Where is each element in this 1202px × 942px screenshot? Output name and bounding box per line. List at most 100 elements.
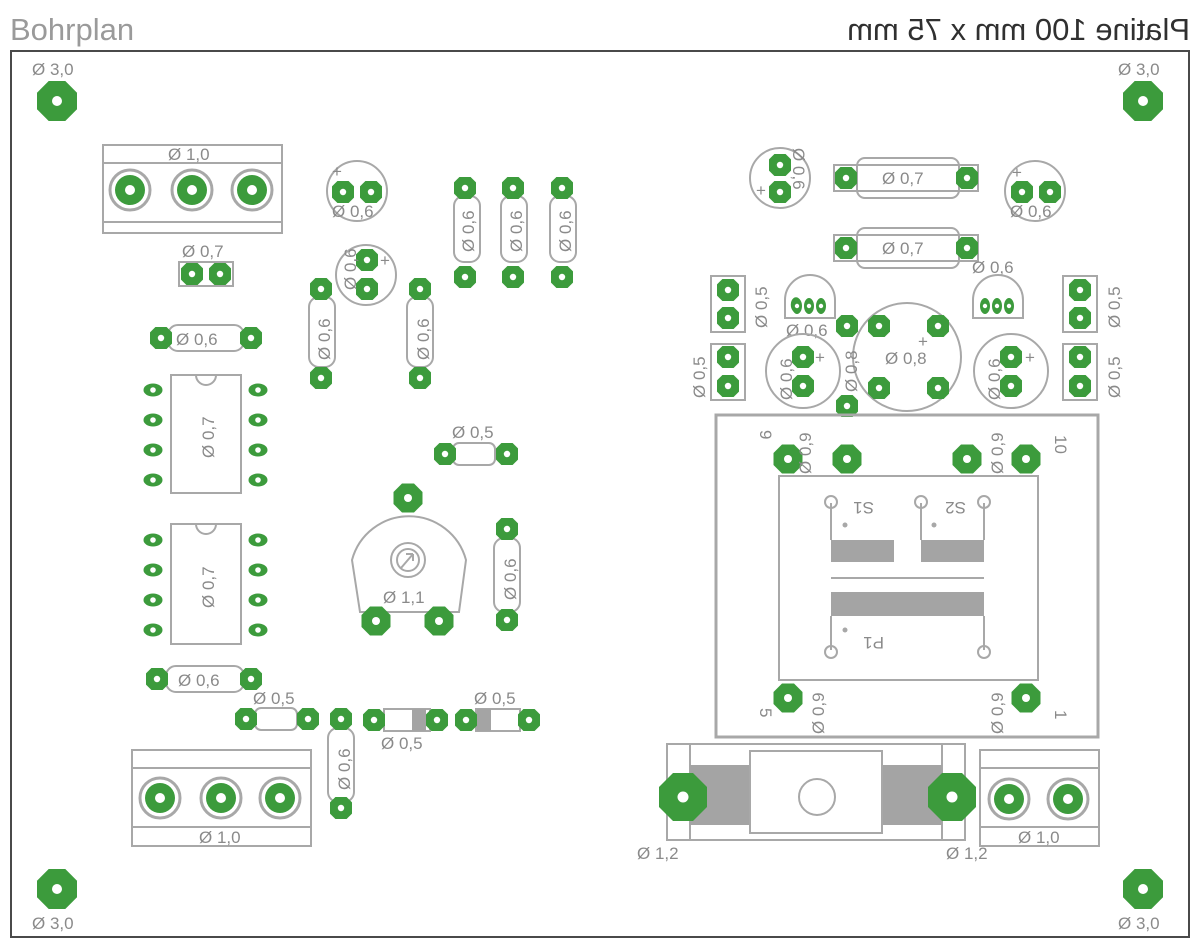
svg-text:+: + <box>815 348 825 367</box>
resistor-v2: Ø 0,6 <box>500 177 528 288</box>
terminal-block-bottom-right: Ø 1,0 <box>979 749 1100 847</box>
svg-text:Ø 3,0: Ø 3,0 <box>1118 60 1160 79</box>
resistor-h3: Ø 0,5 <box>235 689 319 731</box>
svg-text:Ø 0,6: Ø 0,6 <box>789 148 808 190</box>
svg-text:Ø 3,0: Ø 3,0 <box>1118 914 1160 933</box>
svg-text:Ø 0,6: Ø 0,6 <box>176 330 218 349</box>
svg-text:Ø 0,7: Ø 0,7 <box>882 239 924 258</box>
svg-text:S1: S1 <box>853 498 874 517</box>
svg-text:Ø 0,6: Ø 0,6 <box>178 671 220 690</box>
svg-text:Ø 0,5: Ø 0,5 <box>474 689 516 708</box>
svg-text:10: 10 <box>1051 435 1070 454</box>
svg-text:Ø 0,7: Ø 0,7 <box>182 242 224 261</box>
resistor-v3: Ø 0,6 <box>549 177 577 288</box>
resistor-h-small: Ø 0,5 <box>434 423 518 466</box>
resistor-r2: Ø 0,7 Ø 0,6 <box>833 227 1014 277</box>
jumper-07: Ø 0,7 <box>178 242 234 287</box>
pin-header-r2: Ø 0,5 <box>1062 343 1124 401</box>
svg-text:Ø 0,8: Ø 0,8 <box>885 349 927 368</box>
svg-text:Ø 0,5: Ø 0,5 <box>690 356 709 398</box>
svg-text:Ø 0,6: Ø 0,6 <box>315 318 334 360</box>
svg-text:+: + <box>380 251 390 270</box>
mounting-hole-bottom-right: Ø 3,0 <box>1118 869 1163 933</box>
svg-text:Ø 0,9: Ø 0,9 <box>988 432 1007 474</box>
svg-text:Ø 0,6: Ø 0,6 <box>332 202 374 221</box>
svg-text:+: + <box>756 181 766 200</box>
diode-d1: Ø 0,5 <box>363 708 448 753</box>
pin-header-r1: Ø 0,5 <box>1062 275 1124 333</box>
diode-d2: Ø 0,5 <box>455 689 540 732</box>
pin-header-l1: Ø 0,5 <box>710 275 771 333</box>
capacitor-c3: + Ø 0,6 <box>749 147 811 209</box>
svg-text:Ø 0,6: Ø 0,6 <box>777 358 796 400</box>
svg-text:Ø 0,8: Ø 0,8 <box>842 350 861 392</box>
svg-text:Ø 0,6: Ø 0,6 <box>1010 202 1052 221</box>
svg-text:Ø 0,7: Ø 0,7 <box>882 169 924 188</box>
svg-text:Ø 0,6: Ø 0,6 <box>556 210 575 252</box>
resistor-v4: Ø 0,6 <box>308 278 336 389</box>
capacitor-c5: + Ø 0,6 <box>765 333 841 409</box>
svg-text:Ø 0,9: Ø 0,9 <box>809 692 828 734</box>
svg-text:Ø 1,2: Ø 1,2 <box>637 844 679 863</box>
svg-text:Ø 0,6: Ø 0,6 <box>972 258 1014 277</box>
svg-text:Ø 3,0: Ø 3,0 <box>32 914 74 933</box>
resistor-h2: Ø 0,6 <box>146 665 262 693</box>
svg-text:Ø 1,0: Ø 1,0 <box>1018 828 1060 847</box>
fuse-holder: Ø 1,2 Ø 1,2 <box>637 743 988 863</box>
page-title: Bohrplan <box>10 12 134 47</box>
svg-text:Ø 3,0: Ø 3,0 <box>32 60 74 79</box>
resistor-v5: Ø 0,6 <box>406 278 434 389</box>
svg-text:Ø 0,5: Ø 0,5 <box>1105 356 1124 398</box>
capacitor-c7: + Ø 0,6 <box>973 333 1049 409</box>
svg-text:Ø 0,5: Ø 0,5 <box>1105 286 1124 328</box>
svg-text:Ø 0,6: Ø 0,6 <box>414 318 433 360</box>
svg-text:Ø 0,6: Ø 0,6 <box>335 748 354 790</box>
svg-text:Ø 0,7: Ø 0,7 <box>199 416 218 458</box>
svg-text:5: 5 <box>756 708 775 717</box>
capacitor-c4: + Ø 0,6 <box>1004 160 1066 222</box>
ic-u2: Ø 0,7 <box>143 523 268 645</box>
svg-text:+: + <box>1025 348 1035 367</box>
terminal-block-bottom-left: Ø 1,0 <box>131 749 312 847</box>
svg-text:P1: P1 <box>863 633 884 652</box>
capacitor-c1: + Ø 0,6 <box>326 160 388 222</box>
svg-text:Ø 1,0: Ø 1,0 <box>199 828 241 847</box>
ic-u1: Ø 0,7 <box>143 374 268 494</box>
mounting-hole-top-left: Ø 3,0 <box>32 60 77 121</box>
svg-text:1: 1 <box>1051 710 1070 719</box>
svg-text:Ø 1,2: Ø 1,2 <box>946 844 988 863</box>
svg-text:9: 9 <box>756 430 775 439</box>
resistor-v6: Ø 0,6 <box>493 518 521 631</box>
svg-text:Ø 0,9: Ø 0,9 <box>796 432 815 474</box>
svg-text:+: + <box>918 332 928 351</box>
pin-header-l2: Ø 0,5 <box>690 343 746 401</box>
svg-text:Ø 0,6: Ø 0,6 <box>786 321 828 340</box>
svg-text:Ø 0,5: Ø 0,5 <box>381 734 423 753</box>
svg-text:Ø 0,6: Ø 0,6 <box>501 558 520 600</box>
mounting-hole-bottom-left: Ø 3,0 <box>32 869 77 933</box>
transistor-t1: Ø 0,6 <box>784 274 836 340</box>
capacitor-c6: + Ø 0,8 Ø 0,8 <box>836 302 962 417</box>
board-outline <box>10 50 1190 938</box>
svg-text:Ø 0,6: Ø 0,6 <box>985 358 1004 400</box>
resistor-v7: Ø 0,6 <box>327 708 355 819</box>
svg-text:+: + <box>1012 163 1022 182</box>
board-size-mirrored: Platine 100 mm x 75 mm <box>847 12 1190 47</box>
resistor-r1: Ø 0,7 <box>833 157 979 199</box>
capacitor-c2: + Ø 0,6 <box>335 244 397 306</box>
svg-text:Ø 1,0: Ø 1,0 <box>168 145 210 164</box>
svg-text:Ø 0,6: Ø 0,6 <box>341 248 360 290</box>
svg-text:Ø 0,9: Ø 0,9 <box>988 692 1007 734</box>
svg-text:Ø 0,6: Ø 0,6 <box>507 210 526 252</box>
svg-text:Ø 0,5: Ø 0,5 <box>752 286 771 328</box>
svg-text:Ø 0,7: Ø 0,7 <box>199 566 218 608</box>
svg-text:S2: S2 <box>945 498 966 517</box>
transformer: S1 S2 P1 Ø 0,9 Ø 0,9 Ø 0,9 Ø 0,9 9 10 5 … <box>714 413 1100 739</box>
resistor-h1: Ø 0,6 <box>150 324 262 352</box>
terminal-block-top-left: Ø 1,0 <box>102 144 283 234</box>
svg-text:Ø 0,5: Ø 0,5 <box>452 423 494 442</box>
svg-text:Ø 1,1: Ø 1,1 <box>383 588 425 607</box>
transistor-t2 <box>972 274 1024 319</box>
resistor-v1: Ø 0,6 <box>453 177 481 288</box>
